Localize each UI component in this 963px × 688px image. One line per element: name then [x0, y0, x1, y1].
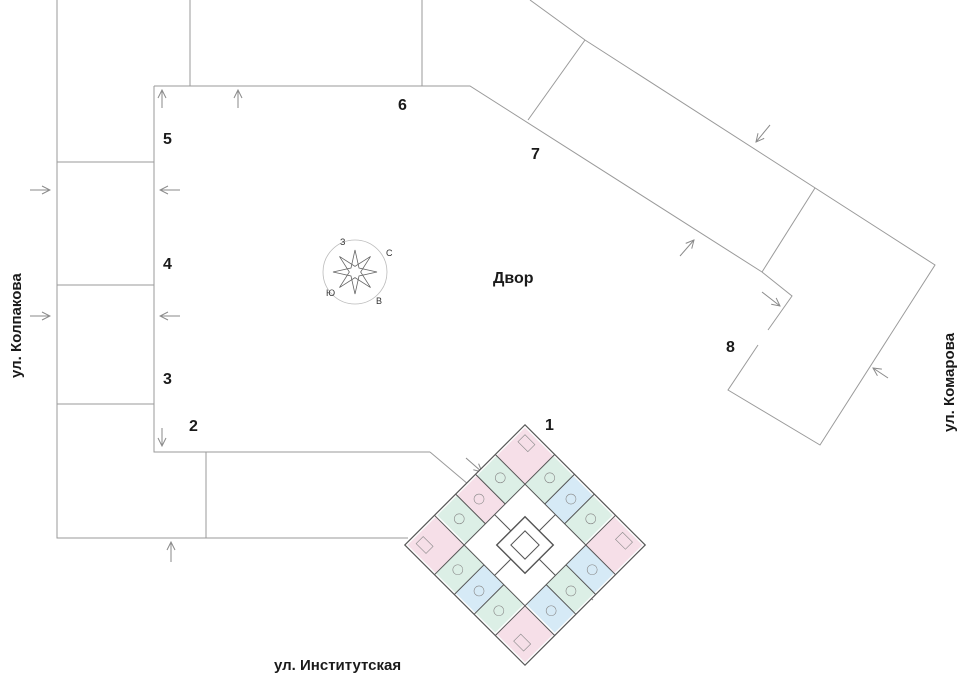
street-label-bottom: ул. Институтская	[274, 657, 402, 674]
residential-tower	[403, 423, 647, 667]
entrance-number-2: 2	[189, 418, 198, 435]
building-outlines	[56, 0, 936, 539]
entrance-number-3: 3	[163, 371, 172, 388]
entrance-number-1: 1	[545, 417, 554, 434]
entrance-number-4: 4	[163, 256, 172, 273]
street-label-right: ул. Комарова	[941, 332, 958, 432]
entrance-number-8: 8	[726, 339, 735, 356]
entrance-number-5: 5	[163, 131, 172, 148]
yard-label: Двор	[493, 270, 534, 287]
compass-rose	[322, 239, 388, 305]
compass-north-label: С	[386, 248, 393, 258]
courtyard-top-outline	[154, 85, 793, 331]
entrance-number-6: 6	[398, 97, 407, 114]
compass-west-label: З	[340, 237, 345, 247]
compass-south-label: Ю	[326, 288, 335, 298]
right-building-outline	[529, 0, 936, 446]
entrance-number-7: 7	[531, 146, 540, 163]
left-building-inner	[153, 86, 430, 453]
compass-east-label: В	[376, 296, 382, 306]
left-building-outline	[56, 0, 408, 539]
street-label-left: ул. Колпакова	[8, 273, 25, 378]
